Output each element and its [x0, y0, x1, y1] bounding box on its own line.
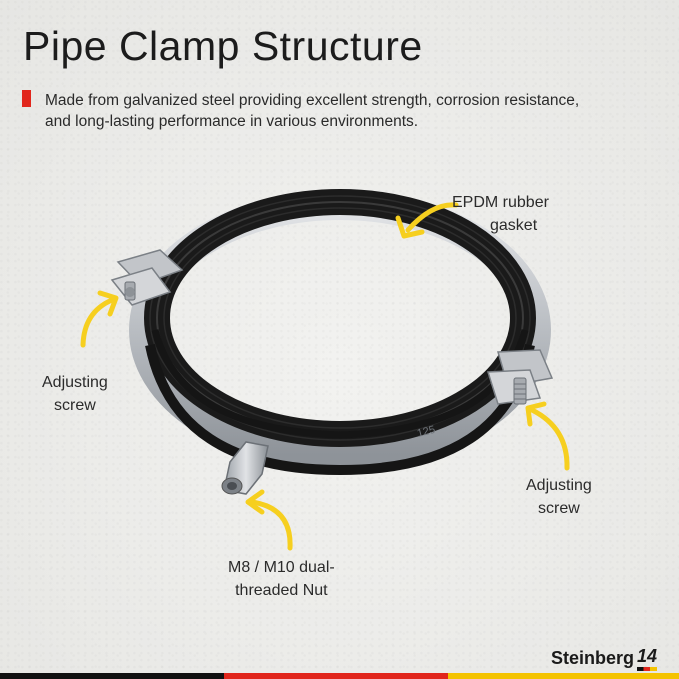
curved-arrow-icon	[395, 202, 459, 239]
flag-stripe-icon	[636, 667, 657, 671]
label-line: threaded Nut	[235, 582, 328, 599]
label-dual-threaded-nut: M8 / M10 dual- threaded Nut	[228, 556, 335, 602]
curved-arrow-icon	[525, 401, 570, 471]
pipe-clamp-image: 125	[110, 189, 554, 495]
label-line: M8 / M10 dual-	[228, 559, 335, 576]
label-line: gasket	[490, 217, 538, 234]
label-adjusting-screw-left: Adjusting screw	[42, 371, 108, 417]
label-adjusting-screw-right: Adjusting screw	[526, 474, 592, 520]
label-line: screw	[538, 500, 580, 517]
brand-name: Steinberg	[550, 648, 634, 668]
brand-logo: Steinberg 14	[550, 646, 657, 671]
label-line: Adjusting	[42, 374, 108, 391]
description-text: Made from galvanized steel providing exc…	[45, 92, 580, 130]
accent-bar	[22, 90, 31, 107]
page-title: Pipe Clamp Structure	[23, 23, 423, 69]
curved-arrow-icon	[245, 489, 293, 551]
label-line: EPDM rubber	[452, 194, 549, 211]
svg-text:125: 125	[416, 424, 437, 440]
brand-mark-text: 14	[636, 646, 657, 666]
curved-arrow-icon	[80, 290, 119, 348]
label-line: Adjusting	[526, 477, 592, 494]
brand-mark: 14	[636, 646, 657, 671]
label-epdm-gasket: EPDM rubber gasket	[452, 191, 549, 237]
label-line: screw	[54, 397, 96, 414]
footer-flag-stripe	[0, 673, 679, 679]
